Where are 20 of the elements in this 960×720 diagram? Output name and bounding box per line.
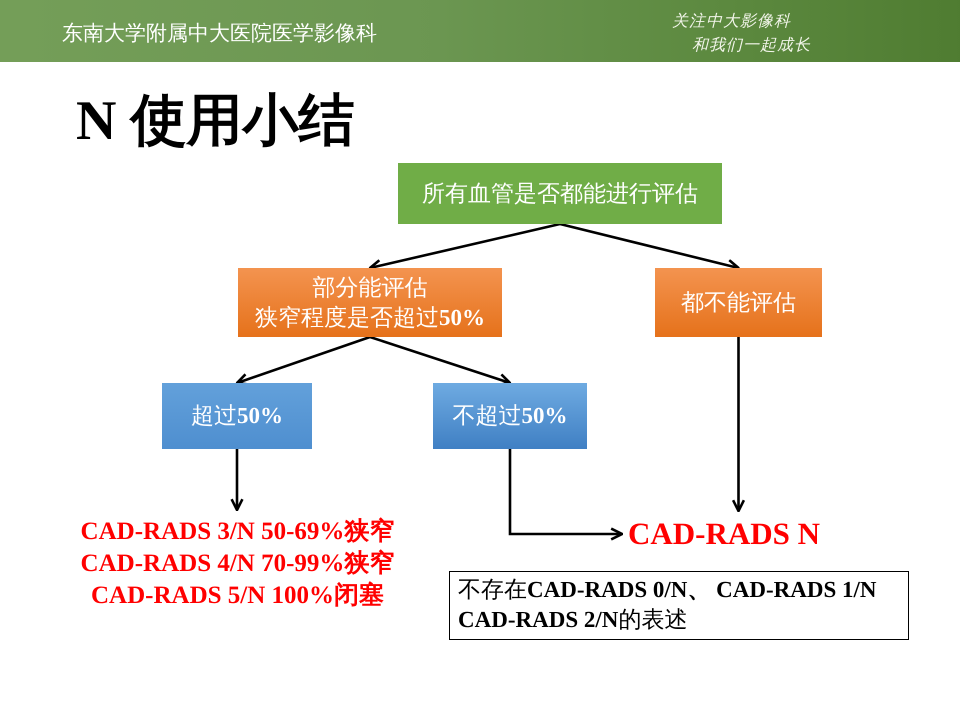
slogan-text: 和我们一起成长 xyxy=(692,35,811,54)
slide-title: N 使用小结 xyxy=(76,89,354,154)
condition-text: 部分能评估 xyxy=(312,274,428,302)
arrow xyxy=(508,449,624,541)
outcome-box: 都不能评估 xyxy=(655,268,822,337)
category-text: CAD-RADS 3/N 50-69%狭窄 xyxy=(80,516,394,547)
slogan-text: 关注中大影像科 xyxy=(672,11,791,30)
answer-box: 超过50% xyxy=(162,383,312,449)
header-text: 东南大学附属中大医院医学影像科 xyxy=(62,21,377,45)
category-text: CAD-RADS 4/N 70-99%狭窄 xyxy=(80,548,394,579)
question-box xyxy=(238,268,502,337)
arrow xyxy=(236,336,370,386)
category-text: CAD-RADS 5/N 100%闭塞 xyxy=(90,580,384,611)
question-text: 狭窄程度是否超过50% xyxy=(255,304,485,332)
answer-box: 不超过50% xyxy=(433,383,587,449)
category-text: CAD-RADS N xyxy=(628,517,820,551)
question-box: 所有血管是否都能进行评估 xyxy=(398,163,722,224)
note-box: 不存在CAD-RADS 0/N、 CAD-RADS 1/N CAD-RADS 2/N的表述 xyxy=(449,571,909,640)
arrow xyxy=(230,449,244,512)
arrow xyxy=(732,337,746,512)
